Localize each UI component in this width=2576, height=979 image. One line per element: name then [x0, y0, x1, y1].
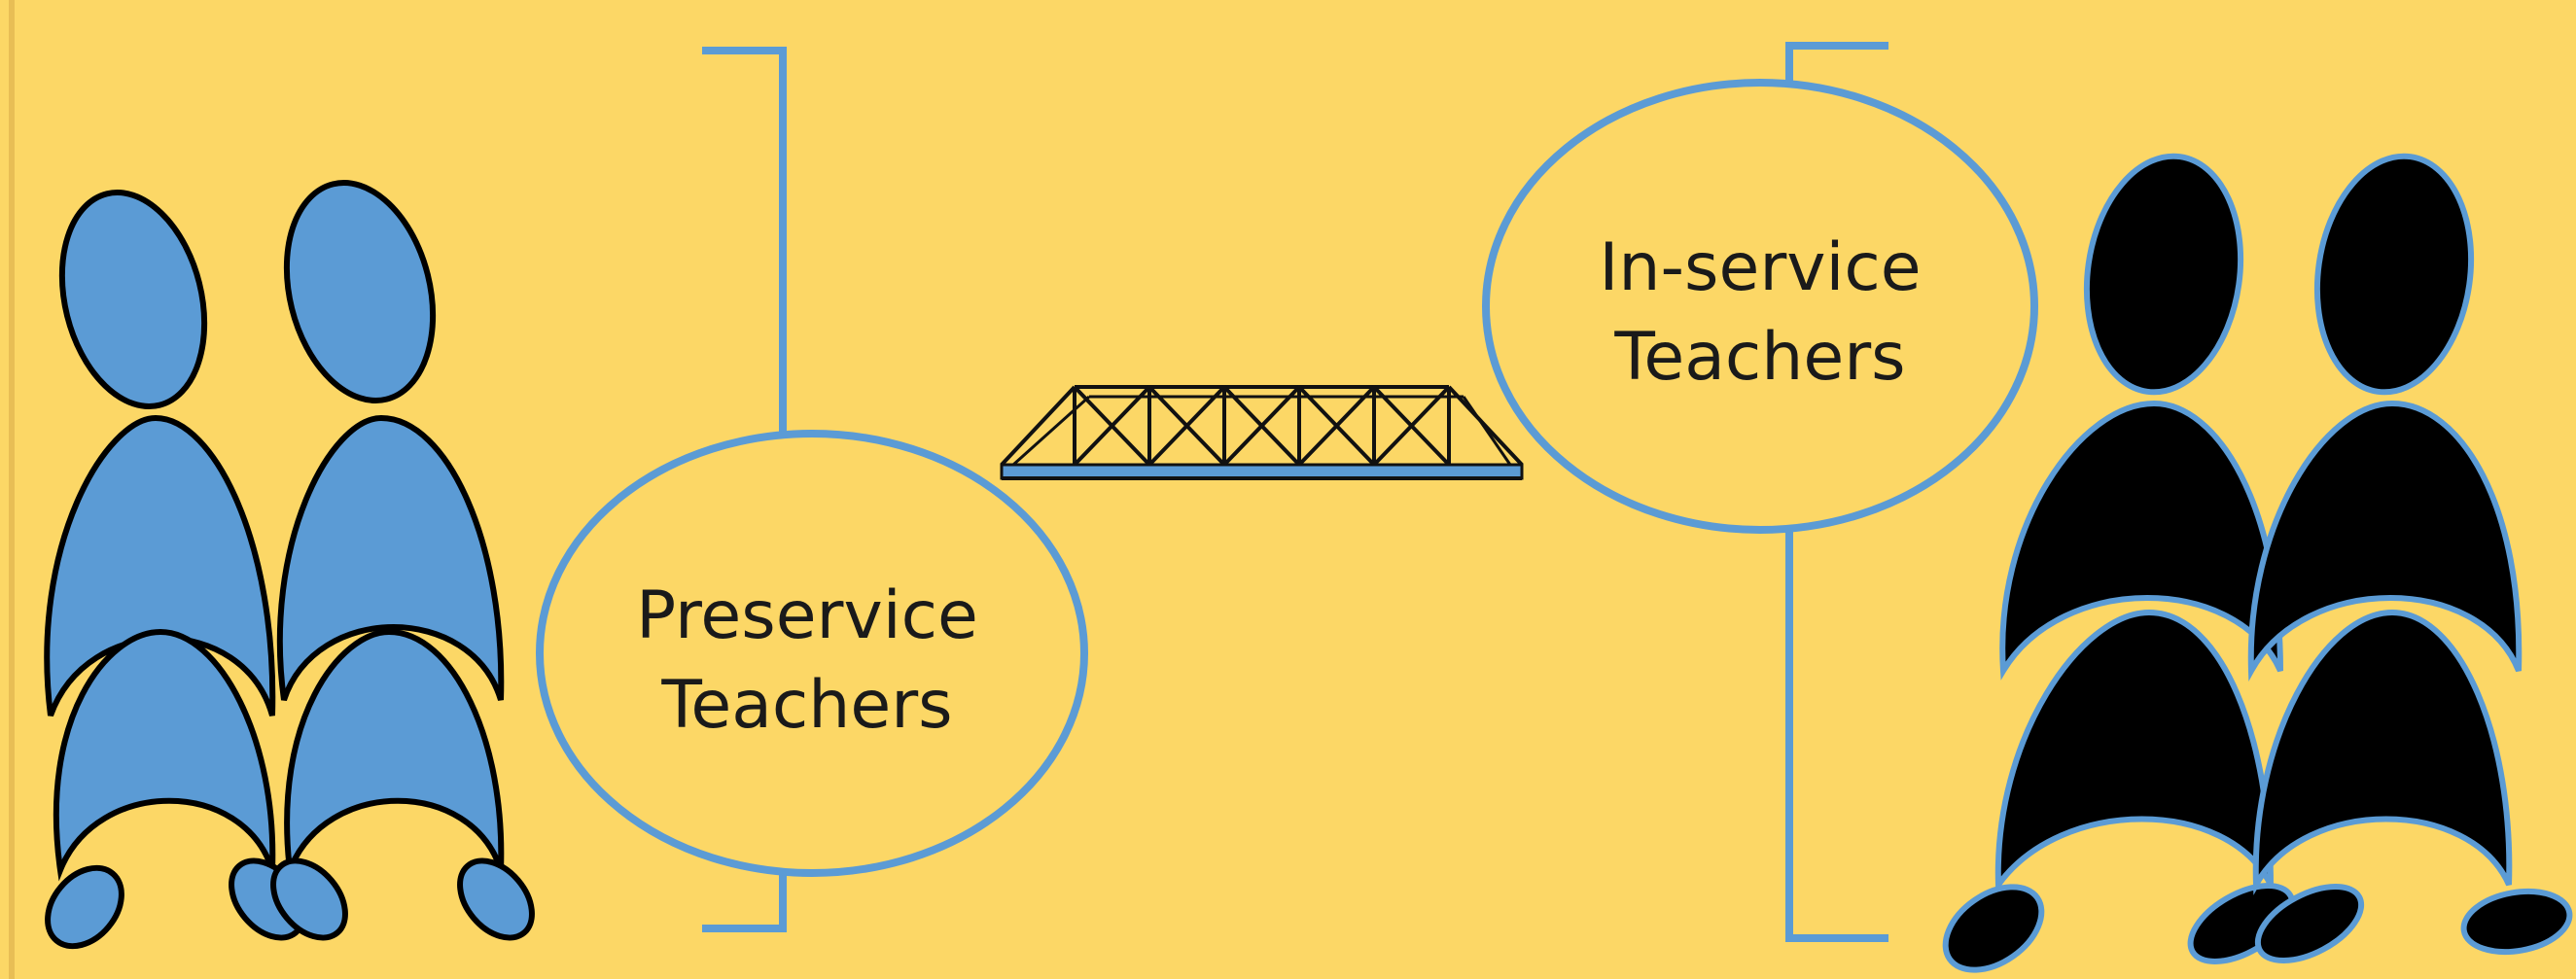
inservice-person-1	[1942, 153, 2296, 973]
preservice-label-line1: Preservice	[636, 577, 978, 654]
inservice-label-line2: Teachers	[1613, 319, 1905, 396]
preservice-people-icon	[44, 180, 535, 950]
truss-bridge-icon	[1000, 385, 1524, 480]
inservice-label-bubble: In-service Teachers	[1482, 79, 2038, 534]
preservice-person-1	[44, 190, 306, 950]
inservice-person-2	[2247, 153, 2573, 963]
preservice-label-bubble: Preservice Teachers	[536, 430, 1088, 877]
preservice-person-2	[270, 180, 535, 941]
preservice-label-line2: Teachers	[660, 667, 952, 744]
inservice-people-icon	[1942, 153, 2573, 973]
inservice-label-line1: In-service	[1599, 229, 1921, 306]
